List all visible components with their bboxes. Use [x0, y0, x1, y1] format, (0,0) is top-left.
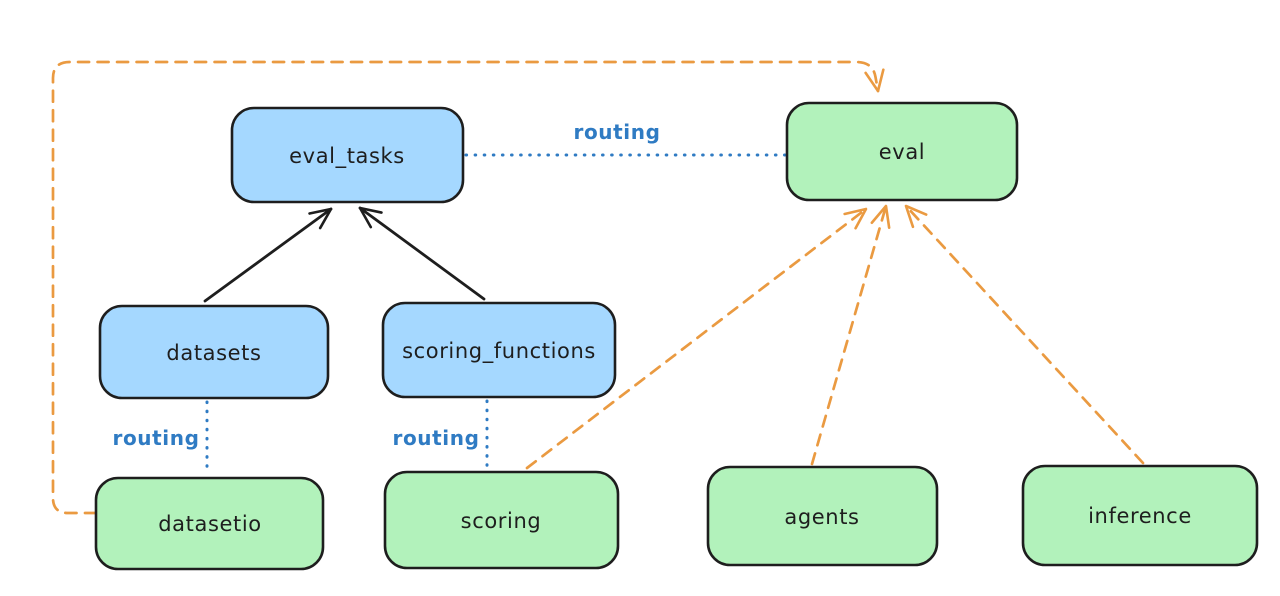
node-eval-box — [785, 101, 1019, 202]
node-eval-tasks-box — [230, 106, 465, 204]
edge-datasetio-to-eval — [51, 60, 885, 515]
node-agents: agents — [706, 465, 939, 567]
edge-label-routing-left: routing — [112, 426, 199, 450]
node-inference-box — [1021, 464, 1259, 567]
node-datasetio-box — [94, 476, 325, 571]
edge-label-routing-mid: routing — [392, 426, 479, 450]
edge-label-routing-top: routing — [573, 120, 660, 144]
node-agents-label: agents — [784, 505, 859, 529]
edge-datasets-to-eval-tasks — [203, 207, 333, 303]
node-datasets: datasets — [98, 304, 330, 400]
node-eval-tasks-label: eval_tasks — [289, 144, 405, 169]
node-scoring-functions: scoring_functions — [381, 301, 617, 399]
node-eval: eval — [785, 101, 1019, 202]
node-inference: inference — [1021, 464, 1259, 567]
node-scoring-label: scoring — [461, 509, 542, 533]
node-eval-tasks: eval_tasks — [230, 106, 465, 204]
edge-scoring-functions-to-eval-tasks — [358, 206, 486, 301]
edge-scoring-to-eval — [525, 207, 868, 470]
node-scoring-functions-label: scoring_functions — [402, 339, 596, 364]
node-scoring: scoring — [383, 470, 620, 570]
node-datasetio-label: datasetio — [158, 512, 261, 536]
edge-agents-to-eval — [810, 204, 891, 466]
node-scoring-box — [383, 470, 620, 570]
node-agents-box — [706, 465, 939, 567]
node-eval-label: eval — [879, 140, 925, 164]
node-datasets-label: datasets — [166, 341, 261, 365]
node-datasetio: datasetio — [94, 476, 325, 571]
node-scoring-functions-box — [381, 301, 617, 399]
node-inference-label: inference — [1088, 504, 1192, 528]
edge-inference-to-eval — [904, 204, 1145, 465]
node-datasets-box — [98, 304, 330, 400]
